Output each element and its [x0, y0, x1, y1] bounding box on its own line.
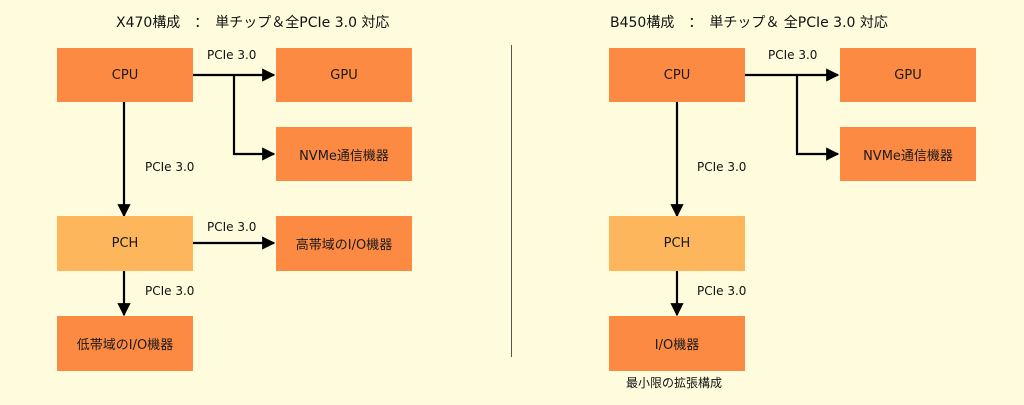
- arrow-cpu-nvme-right: [795, 75, 840, 161]
- node-nvme: NVMe通信機器: [276, 127, 412, 181]
- edge-label-pch-low-io: PCIe 3.0: [145, 284, 195, 298]
- edge-label-cpu-pch: PCIe 3.0: [145, 160, 195, 174]
- divider-line: [511, 45, 512, 357]
- node-nvme-right: NVMe通信機器: [840, 127, 976, 181]
- node-gpu: GPU: [276, 48, 412, 102]
- left-diagram-title: X470構成 ： 単チップ＆全PCIe 3.0 対応: [116, 15, 390, 31]
- node-pch: PCH: [57, 216, 193, 271]
- node-io-right: I/O機器: [609, 316, 745, 371]
- caption-minimal-config: 最小限の拡張構成: [626, 376, 723, 390]
- node-cpu: CPU: [57, 48, 193, 102]
- edge-label-pch-io-right: PCIe 3.0: [697, 284, 747, 298]
- edge-label-cpu-gpu: PCIe 3.0: [207, 48, 257, 62]
- edge-label-pch-high-io: PCIe 3.0: [207, 220, 257, 234]
- node-low-bandwidth-io: 低帯域のI/O機器: [57, 316, 193, 371]
- node-gpu-right: GPU: [840, 48, 976, 102]
- node-high-bandwidth-io: 高帯域のI/O機器: [276, 216, 412, 271]
- node-pch-right: PCH: [609, 216, 745, 271]
- edge-label-cpu-gpu-right: PCIe 3.0: [768, 48, 818, 62]
- arrow-cpu-nvme: [232, 75, 276, 161]
- edge-label-cpu-pch-right: PCIe 3.0: [697, 160, 747, 174]
- right-diagram-title: B450構成 ： 単チップ＆ 全PCIe 3.0 対応: [610, 15, 888, 31]
- node-cpu-right: CPU: [609, 48, 745, 102]
